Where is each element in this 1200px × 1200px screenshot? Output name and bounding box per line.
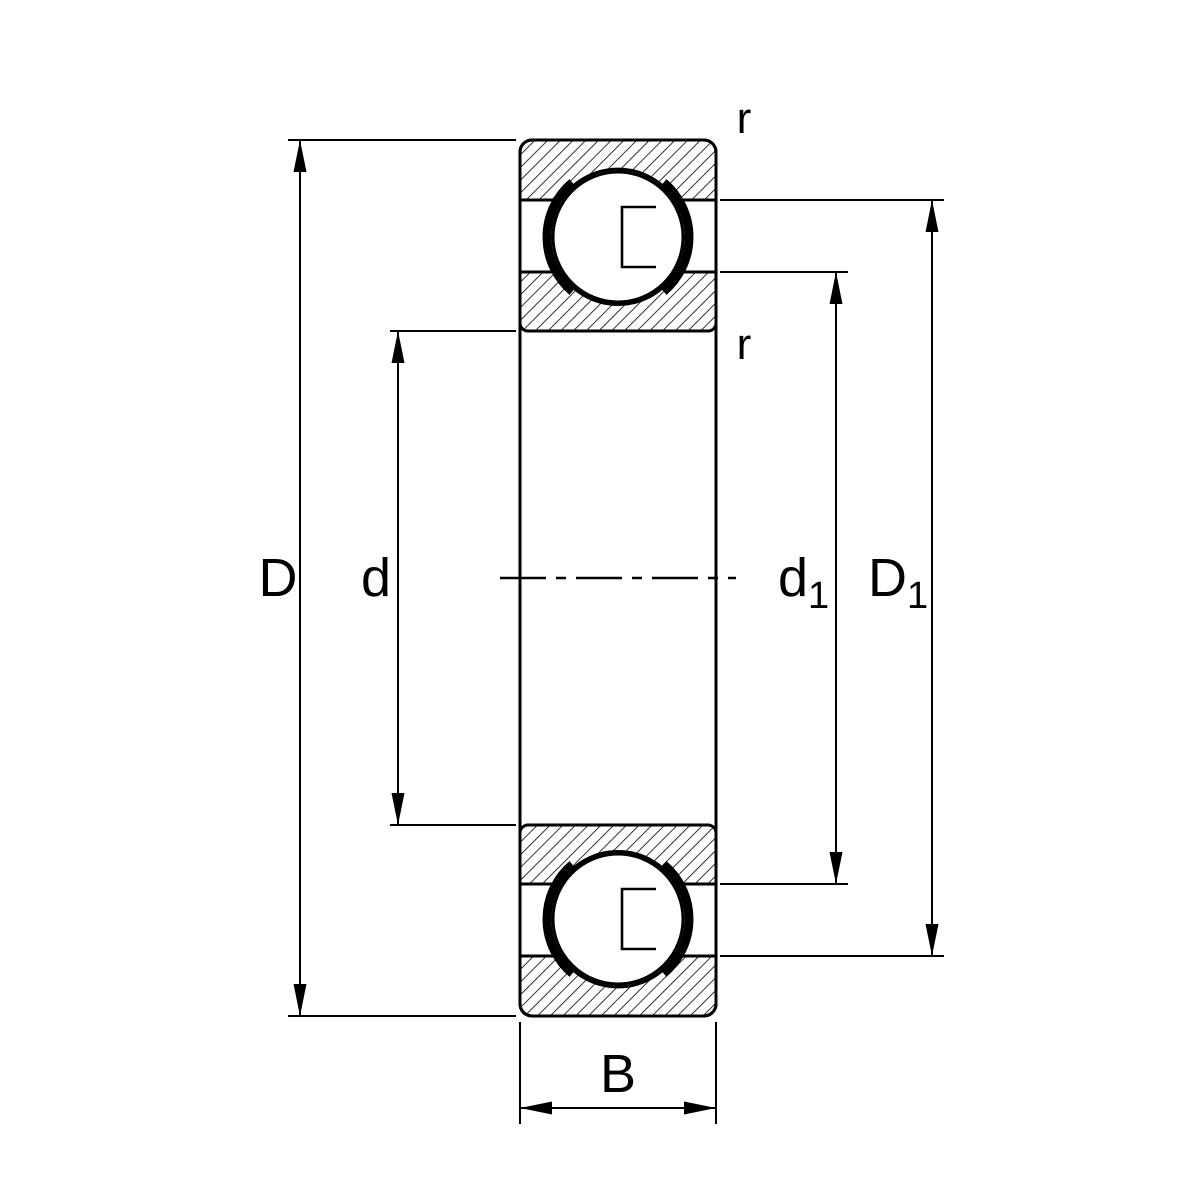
label-outer-shoulder: D1 xyxy=(868,548,928,617)
cage-pocket-bottom xyxy=(620,887,656,951)
label-outer-shoulder-subscript: 1 xyxy=(907,575,928,617)
dimension-bore-diameter: d xyxy=(361,330,516,826)
label-inner-shoulder-subscript: 1 xyxy=(808,575,829,617)
label-width: B xyxy=(600,1044,636,1104)
arrowhead-D1-up-icon xyxy=(925,200,939,232)
label-outer-diameter: D xyxy=(259,548,298,608)
arrowhead-D1-down-icon xyxy=(925,924,939,956)
ball-top xyxy=(551,170,685,304)
dimension-inner-shoulder: d1 xyxy=(720,271,848,885)
label-inner-shoulder: d1 xyxy=(778,548,829,617)
label-bore-diameter: d xyxy=(361,548,391,608)
arrowhead-d-up-icon xyxy=(391,331,405,363)
cage-arc-top-right xyxy=(660,179,694,295)
arrowhead-B-right-icon xyxy=(684,1101,716,1115)
cage-arc-bottom-left xyxy=(542,861,576,977)
label-radius-top: r xyxy=(737,94,752,143)
cage-arc-top-left xyxy=(542,179,576,295)
label-outer-shoulder-base: D xyxy=(868,548,907,608)
arrowhead-D-down-icon xyxy=(293,984,307,1016)
cage-pocket-top xyxy=(620,205,656,269)
bearing-body xyxy=(500,138,736,1018)
arrowhead-d1-down-icon xyxy=(829,852,843,884)
ball-bottom xyxy=(551,852,685,986)
label-radius-inner: r xyxy=(737,320,752,369)
label-inner-shoulder-base: d xyxy=(778,548,808,608)
dimension-width: B xyxy=(519,1022,717,1124)
dimension-outer-shoulder: D1 xyxy=(720,199,944,957)
cage-arc-bottom-right xyxy=(660,861,694,977)
arrowhead-B-left-icon xyxy=(520,1101,552,1115)
arrowhead-d-down-icon xyxy=(391,793,405,825)
arrowhead-D-up-icon xyxy=(293,140,307,172)
dimension-outer-diameter: D xyxy=(259,139,516,1017)
arrowhead-d1-up-icon xyxy=(829,272,843,304)
